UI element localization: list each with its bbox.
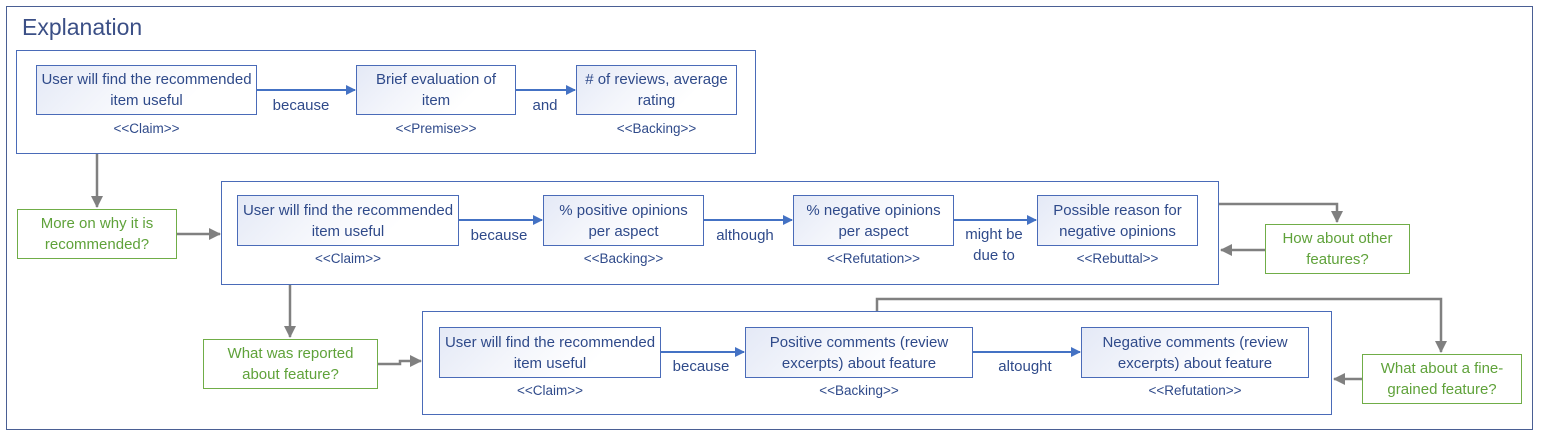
row1-claim-role: <<Claim>> [113, 121, 180, 136]
row1-backing-role: <<Backing>> [616, 121, 697, 136]
arrow-reported-to-row3 [378, 355, 422, 367]
explanation-frame [6, 6, 1533, 430]
row2-connector-due-to: due to [973, 247, 1015, 264]
row2-claim-role: <<Claim>> [314, 251, 382, 266]
row2-connector-although: although [716, 227, 774, 244]
row2-rebuttal-role: <<Rebuttal>> [1076, 251, 1159, 266]
arrow-row3-to-fine-grained [875, 297, 1447, 353]
row1-claim-node: User will find the recommended item usef… [36, 65, 257, 115]
row1-connector-and: and [532, 97, 558, 114]
row3-claim-role: <<Claim>> [516, 383, 584, 398]
row2-backing-role: <<Backing>> [583, 251, 664, 266]
arrow-row2-to-other-features [1219, 202, 1343, 223]
row3-connector-because: because [672, 358, 730, 375]
diagram-title: Explanation [22, 14, 143, 40]
row2-connector-might-be: might be [965, 226, 1023, 243]
row2-refutation-role: <<Refutation>> [826, 251, 921, 266]
question-reported-about-feature[interactable]: What was reported about feature? [203, 339, 378, 389]
row1-premise-role: <<Premise>> [395, 121, 477, 136]
row2-claim-node: User will find the recommended item usef… [237, 195, 459, 246]
row3-backing-node: Positive comments (review excerpts) abou… [745, 327, 973, 378]
question-fine-grained-feature[interactable]: What about a fine-grained feature? [1362, 354, 1522, 404]
row3-claim-node: User will find the recommended item usef… [439, 327, 661, 378]
row3-refutation-role: <<Refutation>> [1148, 383, 1242, 398]
row2-connector-because: because [470, 227, 528, 244]
question-other-features[interactable]: How about other features? [1265, 224, 1410, 274]
row2-backing-node: % positive opinions per aspect [543, 195, 704, 246]
question-why-recommended[interactable]: More on why it is recommended? [17, 209, 177, 259]
row1-backing-node: # of reviews, average rating [576, 65, 737, 115]
row3-connector-altought: altought [998, 358, 1052, 375]
row1-connector-because: because [272, 97, 330, 114]
row3-backing-role: <<Backing>> [819, 383, 899, 398]
row2-refutation-node: % negative opinions per aspect [793, 195, 954, 246]
row3-refutation-node: Negative comments (review excerpts) abou… [1081, 327, 1309, 378]
row1-premise-node: Brief evaluation of item [356, 65, 516, 115]
row2-rebuttal-node: Possible reason for negative opinions [1037, 195, 1198, 246]
